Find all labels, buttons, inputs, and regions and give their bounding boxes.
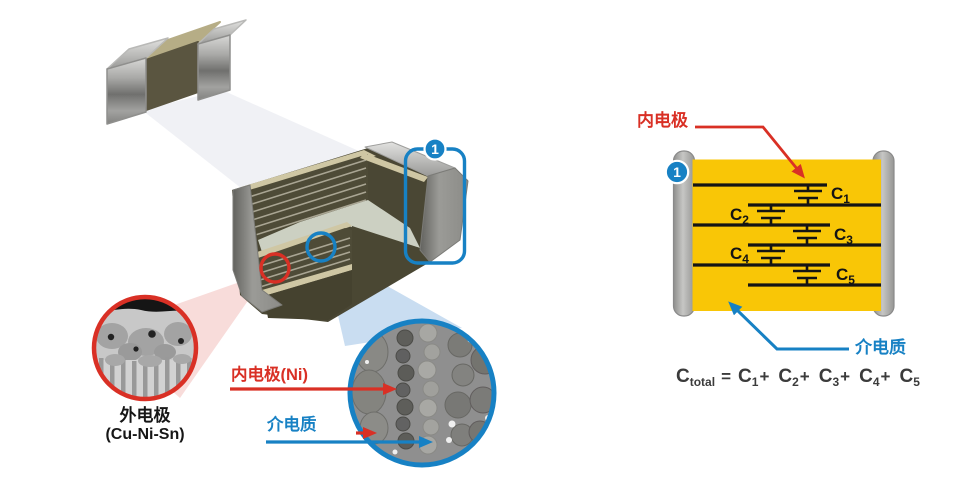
- layer-stripe: [248, 183, 367, 222]
- formula-term: C2+: [778, 366, 810, 389]
- sem-grain: [444, 391, 472, 419]
- sem-grain: [351, 369, 387, 415]
- sem-external-electrode-photo: [91, 294, 199, 402]
- formula-term: C1+: [738, 366, 770, 389]
- sem-pore: [107, 333, 115, 341]
- formula-term: C4+: [859, 366, 891, 389]
- dielectric-label-schematic: 介电质: [855, 338, 906, 357]
- sem-red-border: [91, 294, 199, 402]
- sem-speck: [392, 449, 398, 455]
- capacitor-label-c4: C4: [730, 244, 749, 266]
- sem-striation: [143, 358, 148, 398]
- schematic-dielectric-leader: [728, 301, 849, 351]
- left-annotation-arrows: [230, 383, 433, 448]
- capacitance-formula: Ctotal=C1+C2+C3+C4+C5: [676, 366, 930, 389]
- sem-speck: [448, 420, 456, 428]
- external-electrode-marker-circle: [259, 252, 291, 284]
- layer-stripe: [248, 167, 367, 206]
- cutaway-left-terminal: [232, 184, 283, 313]
- right-margin-band: [360, 153, 428, 182]
- sem-blob: [138, 355, 162, 367]
- schematic-badge: 1: [664, 159, 690, 185]
- schematic-electrode-leader: [695, 125, 805, 179]
- region-1-badge: 1: [423, 137, 447, 161]
- step-bottom-rim: [262, 264, 352, 296]
- capacitor-symbol-c5: [793, 265, 821, 285]
- layer-stripe: [248, 159, 367, 198]
- chip-left-terminal: [106, 57, 147, 125]
- badge-number: 1: [431, 141, 439, 157]
- badge-circle: [664, 159, 690, 185]
- sem-speck: [446, 437, 452, 443]
- capacitor-schematic: C1 C2 C3 C4 C5 1: [664, 125, 895, 351]
- capacitor-symbol-c3: [793, 225, 821, 245]
- sem-grain: [417, 360, 437, 380]
- capacitor-symbols: [757, 185, 822, 285]
- sem-blob: [154, 344, 176, 360]
- sem-grain: [418, 398, 438, 418]
- layer-stripe: [248, 191, 367, 230]
- sem-grain: [395, 348, 411, 364]
- sem-grain: [422, 418, 440, 436]
- layer-stripe: [259, 251, 351, 281]
- external-electrode-material-label: (Cu-Ni-Sn): [105, 426, 185, 443]
- sem-grain: [395, 382, 411, 398]
- step-top-rim: [254, 222, 352, 258]
- formula-lhs: C: [676, 366, 690, 387]
- badge-number: 1: [673, 164, 681, 180]
- layer-stripe: [248, 175, 367, 214]
- sem-blob: [173, 354, 191, 364]
- sem-striation: [154, 360, 159, 398]
- sem-blob: [164, 322, 192, 346]
- internal-electrode-ni-label: 内电极(Ni): [231, 366, 308, 384]
- sem-grain: [396, 398, 414, 416]
- sem-striation: [110, 360, 115, 398]
- capacitor-label-c5: C5: [836, 265, 855, 287]
- formula-term: C3+: [818, 366, 851, 389]
- sem-grain: [396, 329, 414, 347]
- cutaway-model: [232, 141, 469, 322]
- inner-back-wall: [246, 154, 368, 240]
- internal-electrode-marker-circle: [305, 231, 337, 263]
- sem-speck: [365, 360, 369, 364]
- sem-grain: [418, 323, 438, 343]
- sem-grain: [395, 416, 411, 432]
- capacitor-symbol-c2: [757, 205, 785, 225]
- capacitor-label-c2: C2: [730, 205, 749, 227]
- sem-internal-layers-photo: [347, 318, 497, 468]
- sem-striation: [176, 360, 181, 398]
- sem-blob: [105, 354, 125, 366]
- chip-right-terminal: [197, 34, 231, 101]
- sem-grain: [422, 380, 440, 398]
- layer-stripe: [248, 199, 367, 238]
- right-chunk: [352, 226, 430, 304]
- sem-grain: [451, 363, 475, 387]
- sem-striation: [121, 357, 126, 398]
- capacitor-label-c1: C1: [831, 184, 850, 206]
- external-electrode-label: 外电极: [119, 406, 171, 425]
- chip-3d: [106, 19, 247, 125]
- capacitor-label-c3: C3: [834, 225, 853, 247]
- sem-grain: [418, 435, 438, 455]
- back-wall-stripes: [248, 159, 367, 238]
- capacitor-symbol-c1: [794, 185, 822, 205]
- internal-electrode-label-schematic: 内电极: [637, 111, 688, 130]
- sem-blue-border: [347, 318, 497, 468]
- sem-striation: [132, 361, 137, 398]
- sem-pore: [148, 330, 156, 338]
- cutaway-right-terminal: [419, 167, 469, 263]
- sem-grain: [469, 386, 493, 414]
- sem-pore: [133, 346, 139, 352]
- sem-pore: [178, 338, 184, 344]
- capacitor-symbol-c4: [757, 245, 785, 265]
- sem-grain: [397, 364, 415, 382]
- formula-equals: =: [721, 367, 732, 386]
- sem-striation: [165, 357, 170, 398]
- formula-term: C5: [899, 366, 920, 389]
- dielectric-label-left: 介电质: [267, 416, 317, 434]
- sem-grain: [423, 343, 441, 361]
- front-lower-face: [264, 270, 352, 320]
- badge-circle: [423, 137, 447, 161]
